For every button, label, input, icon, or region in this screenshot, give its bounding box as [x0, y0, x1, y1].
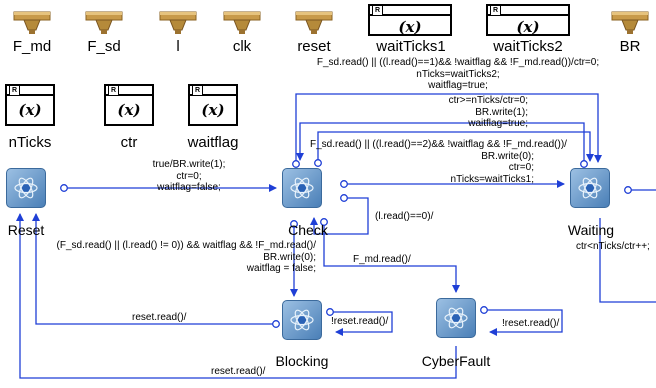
wire-origin [314, 159, 322, 167]
wire-origin [580, 160, 588, 168]
transition-label: F_md.read()/ [353, 254, 411, 265]
transition-label: (F_sd.read() || (l.read() != 0)) && wait… [56, 240, 316, 274]
transition-label: !reset.read()/ [502, 318, 560, 329]
transition-label: ctr<nTicks/ctr++; [576, 241, 650, 252]
state-blocking[interactable] [282, 300, 322, 340]
wire-origin [292, 160, 300, 168]
port-label: F_sd [87, 38, 121, 55]
wire-origin [60, 184, 68, 192]
wire-blocking-self [330, 311, 393, 336]
port-icon [611, 11, 649, 35]
state-label: Reset [7, 222, 45, 238]
port-icon [159, 11, 197, 35]
transition-label: ctr>=nTicks/ctr=0;BR.write(1);waitflag=t… [448, 95, 528, 129]
transition-label: true/BR.write(1);ctr=0;waitflag=false; [152, 159, 226, 193]
wire-origin [480, 306, 488, 314]
wire-waiting-to-check [296, 122, 585, 164]
port-icon [13, 11, 51, 35]
variable-label: waitflag [187, 134, 239, 151]
atom-icon [444, 305, 468, 331]
port-label: l [176, 38, 180, 55]
wire-check-to-fault [323, 222, 460, 293]
port-icon [85, 11, 123, 35]
state-check[interactable] [282, 168, 322, 208]
wire-check-self [310, 197, 369, 235]
variable-box: R(x) [486, 4, 570, 36]
wire-check-to-waiting-2 [317, 131, 594, 163]
port-label: clk [232, 38, 252, 55]
state-reset[interactable] [6, 168, 46, 208]
wire-fault-to-reset [16, 213, 457, 379]
wire-origin [272, 320, 280, 328]
port-label: reset [297, 38, 331, 55]
state-label: CyberFault [421, 353, 491, 369]
transition-label: (l.read()==0)/ [375, 211, 434, 222]
atom-icon [290, 307, 314, 333]
wire-origin [624, 186, 632, 194]
variable-label: waitTicks2 [493, 38, 563, 55]
atom-icon [578, 175, 602, 201]
variable-label: waitTicks1 [376, 38, 446, 55]
variable-label: nTicks [8, 134, 52, 151]
state-label: Blocking [275, 353, 329, 369]
state-label: Check [288, 222, 328, 238]
variable-label: ctr [120, 134, 138, 151]
variable-box: R(x) [368, 4, 452, 36]
variable-box: R(x) [5, 84, 55, 126]
transition-label: F_sd.read() || ((l.read()==1)&& !waitfla… [316, 57, 600, 91]
state-label: Waiting [567, 222, 615, 238]
variable-box: R(x) [188, 84, 238, 126]
port-icon [223, 11, 261, 35]
port-icon [295, 11, 333, 35]
variable-box: R(x) [104, 84, 154, 126]
transition-label: F_sd.read() || ((l.read()==2)&& !waitfla… [310, 139, 567, 185]
port-label: BR [619, 38, 641, 55]
port-label: F_md [12, 38, 52, 55]
wire-origin [340, 194, 348, 202]
state-cyberfault[interactable] [436, 298, 476, 338]
state-waiting[interactable] [570, 168, 610, 208]
wire-fault-self [484, 309, 563, 336]
atom-icon [14, 175, 38, 201]
wire-blocking-to-reset [32, 213, 276, 325]
wire-waiting-loop [599, 218, 656, 303]
wire-origin [340, 180, 348, 188]
transition-label: !reset.read()/ [331, 316, 389, 327]
transition-label: reset.read()/ [132, 312, 187, 323]
wire-origin [320, 218, 328, 226]
wire-origin [290, 220, 298, 228]
transition-label: reset.read()/ [211, 366, 266, 377]
wire-origin [326, 308, 334, 316]
wire-top-check-to-waiting [295, 93, 602, 164]
